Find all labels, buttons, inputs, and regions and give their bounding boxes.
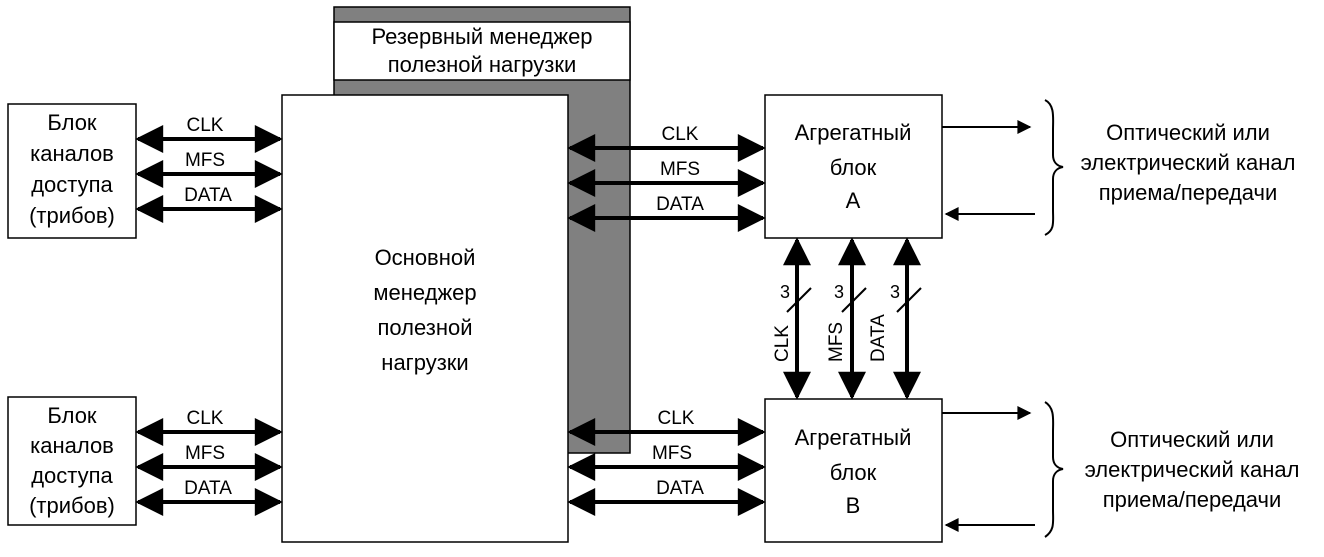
aggregate-block-b: Агрегатный блок В bbox=[764, 398, 943, 543]
label-mfs-access-bottom: MFS bbox=[185, 443, 225, 464]
label-clk-aggregate-link: CLK bbox=[772, 325, 793, 362]
channel-label-b-1: Оптический или bbox=[1110, 427, 1274, 452]
access-bottom-label-2: каналов bbox=[30, 433, 114, 458]
channel-label-a-2: электрический канал bbox=[1081, 150, 1296, 175]
label-clk-aggregate-b: CLK bbox=[658, 408, 695, 429]
channel-label-b-3: приема/передачи bbox=[1103, 487, 1282, 512]
channel-arrows-a: Оптический или электрический канал прием… bbox=[942, 99, 1296, 236]
aggregate-a-label-2: блок bbox=[830, 155, 877, 180]
backup-manager-label-2: полезной нагрузки bbox=[388, 52, 577, 77]
bus-width-data: 3 bbox=[890, 282, 900, 302]
label-clk-access-top: CLK bbox=[187, 115, 224, 136]
brace-a bbox=[1044, 99, 1064, 236]
main-manager-label-3: полезной bbox=[377, 315, 472, 340]
label-mfs-aggregate-b: MFS bbox=[652, 443, 692, 464]
aggregate-a-label-3: А bbox=[846, 188, 861, 213]
label-data-access-bottom: DATA bbox=[184, 478, 232, 499]
brace-b bbox=[1044, 401, 1064, 538]
aggregate-a-label-1: Агрегатный bbox=[795, 120, 912, 145]
label-mfs-aggregate-a: MFS bbox=[660, 159, 700, 180]
access-block-bottom: Блок каналов доступа (трибов) bbox=[7, 396, 137, 526]
bus-group-aggregate-link: 3 3 3 CLK MFS DATA bbox=[772, 237, 922, 400]
access-block-top: Блок каналов доступа (трибов) bbox=[7, 103, 137, 239]
bus-group-aggregate-a: CLK MFS DATA bbox=[567, 124, 766, 232]
bus-group-access-bottom: CLK MFS DATA bbox=[135, 408, 283, 516]
bus-width-mfs: 3 bbox=[834, 282, 844, 302]
label-mfs-access-top: MFS bbox=[185, 150, 225, 171]
bus-width-tick-clk bbox=[786, 287, 812, 313]
bus-group-aggregate-b: CLK MFS DATA bbox=[567, 408, 766, 516]
label-data-aggregate-a: DATA bbox=[656, 194, 704, 215]
main-manager-label-4: нагрузки bbox=[381, 350, 468, 375]
label-data-access-top: DATA bbox=[184, 185, 232, 206]
backup-manager-label-1: Резервный менеджер bbox=[371, 24, 592, 49]
label-data-aggregate-link: DATA bbox=[868, 314, 889, 362]
access-bottom-label-4: (трибов) bbox=[29, 493, 115, 518]
bus-width-tick-mfs bbox=[841, 287, 867, 313]
main-manager-label-2: менеджер bbox=[373, 280, 476, 305]
channel-label-a-1: Оптический или bbox=[1106, 120, 1270, 145]
access-top-label-1: Блок bbox=[47, 110, 97, 135]
label-clk-access-bottom: CLK bbox=[187, 408, 224, 429]
aggregate-block-a: Агрегатный блок А bbox=[764, 94, 943, 239]
access-top-label-2: каналов bbox=[30, 141, 114, 166]
label-data-aggregate-b: DATA bbox=[656, 478, 704, 499]
channel-label-a-3: приема/передачи bbox=[1099, 180, 1278, 205]
aggregate-b-label-3: В bbox=[846, 493, 861, 518]
label-clk-aggregate-a: CLK bbox=[662, 124, 699, 145]
access-top-label-4: (трибов) bbox=[29, 203, 115, 228]
aggregate-b-label-1: Агрегатный bbox=[795, 425, 912, 450]
label-mfs-aggregate-link: MFS bbox=[826, 322, 847, 362]
channel-label-b-2: электрический канал bbox=[1085, 457, 1300, 482]
channel-arrows-b: Оптический или электрический канал прием… bbox=[942, 401, 1300, 538]
bus-width-tick-data bbox=[896, 287, 922, 313]
access-bottom-label-3: доступа bbox=[31, 463, 113, 488]
access-bottom-label-1: Блок bbox=[47, 403, 97, 428]
main-payload-manager: Основной менеджер полезной нагрузки bbox=[281, 94, 569, 543]
access-top-label-3: доступа bbox=[31, 172, 113, 197]
aggregate-b-label-2: блок bbox=[830, 460, 877, 485]
main-manager-label-1: Основной bbox=[375, 245, 476, 270]
bus-width-clk: 3 bbox=[780, 282, 790, 302]
bus-group-access-top: CLK MFS DATA bbox=[135, 115, 283, 223]
